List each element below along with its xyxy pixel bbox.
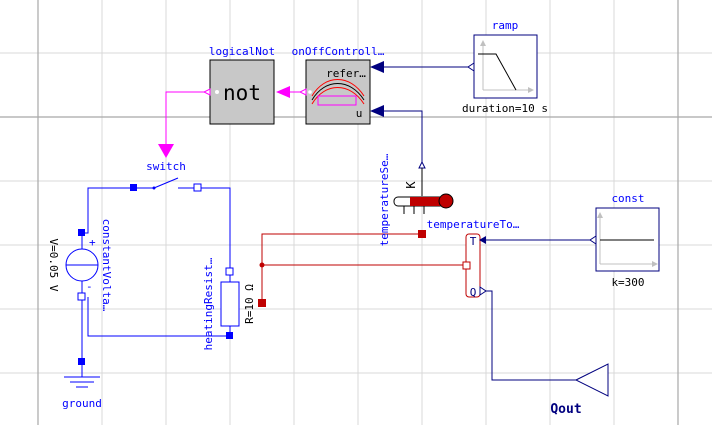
converter-q-port[interactable] bbox=[479, 286, 487, 296]
heating-resistor-block[interactable]: heatingResist… R=10 Ω bbox=[202, 257, 266, 350]
resistor-heat-port[interactable] bbox=[258, 299, 266, 307]
const-output-port[interactable] bbox=[589, 235, 597, 245]
const-param: k=300 bbox=[611, 276, 644, 289]
resistor-pin-p[interactable] bbox=[225, 267, 234, 276]
ramp-param: duration=10 s bbox=[462, 102, 548, 115]
ground-label: ground bbox=[62, 397, 102, 410]
const-block[interactable]: const k=300 bbox=[589, 192, 660, 289]
converter-t-port[interactable] bbox=[479, 236, 486, 244]
switch-label: switch bbox=[146, 160, 186, 173]
logical-not-label: logicalNot bbox=[209, 45, 275, 58]
qout-output[interactable]: Qout bbox=[550, 363, 609, 417]
ground-pin[interactable] bbox=[78, 358, 85, 365]
converter-t-label: T bbox=[470, 235, 477, 248]
resistor-pin-n[interactable] bbox=[226, 332, 233, 339]
constant-voltage-block[interactable]: + - constantVolta… V=0.05 V bbox=[47, 219, 113, 312]
voltage-minus: - bbox=[86, 280, 93, 293]
voltage-pin-p[interactable] bbox=[78, 229, 85, 236]
ground-block[interactable]: ground bbox=[62, 358, 102, 410]
not-symbol: not bbox=[223, 81, 261, 105]
onoff-controller-block[interactable]: onOffControll… refer… u bbox=[292, 45, 385, 125]
ramp-output-port[interactable] bbox=[467, 62, 475, 72]
connection-q-to-qout bbox=[486, 290, 576, 381]
sensor-unit: K bbox=[404, 181, 418, 189]
resistor-label: heatingResist… bbox=[202, 257, 215, 350]
onoff-ref-port[interactable] bbox=[370, 61, 384, 73]
const-label: const bbox=[611, 192, 644, 205]
ramp-label: ramp bbox=[492, 19, 519, 32]
voltage-pin-n[interactable] bbox=[77, 292, 86, 301]
not-input-port[interactable] bbox=[276, 86, 290, 98]
converter-heat-port[interactable] bbox=[462, 261, 471, 270]
heat-wire-sensor bbox=[261, 233, 422, 303]
sensor-heat-port[interactable] bbox=[418, 230, 426, 238]
converter-q-label: Q bbox=[470, 286, 477, 299]
sensor-output-port[interactable] bbox=[418, 160, 426, 169]
temperature-to-heat-block[interactable]: temperatureTo… T Q bbox=[427, 218, 520, 299]
onoff-u-label: u bbox=[356, 107, 363, 120]
onoff-output-port[interactable] bbox=[298, 88, 307, 96]
switch-control-arrow[interactable] bbox=[158, 144, 174, 158]
resistor-param: R=10 Ω bbox=[243, 284, 256, 324]
logical-not-block[interactable]: logicalNot not bbox=[202, 45, 290, 125]
voltage-param: V=0.05 V bbox=[47, 239, 60, 292]
onoff-u-port[interactable] bbox=[370, 105, 384, 117]
switch-pin-p[interactable] bbox=[130, 184, 137, 191]
qout-label: Qout bbox=[550, 402, 581, 417]
wire-resistor-to-ground bbox=[87, 297, 230, 337]
temperature-sensor-block[interactable]: temperatureSe… K bbox=[378, 153, 454, 246]
onoff-ref-label: refer… bbox=[326, 67, 366, 80]
converter-label: temperatureTo… bbox=[427, 218, 520, 231]
ramp-block[interactable]: ramp duration=10 s bbox=[462, 19, 548, 115]
not-output-port[interactable] bbox=[202, 88, 211, 96]
switch-pin-n[interactable] bbox=[193, 183, 202, 192]
switch-block[interactable]: switch bbox=[130, 160, 202, 192]
onoff-label: onOffControll… bbox=[292, 45, 385, 58]
wire-switch-to-resistor bbox=[198, 187, 231, 272]
connection-sensor-to-u bbox=[384, 110, 423, 162]
voltage-plus: + bbox=[89, 236, 96, 249]
sensor-label: temperatureSe… bbox=[378, 153, 391, 246]
voltage-label: constantVolta… bbox=[100, 219, 113, 312]
connection-not-to-switch bbox=[165, 91, 208, 146]
